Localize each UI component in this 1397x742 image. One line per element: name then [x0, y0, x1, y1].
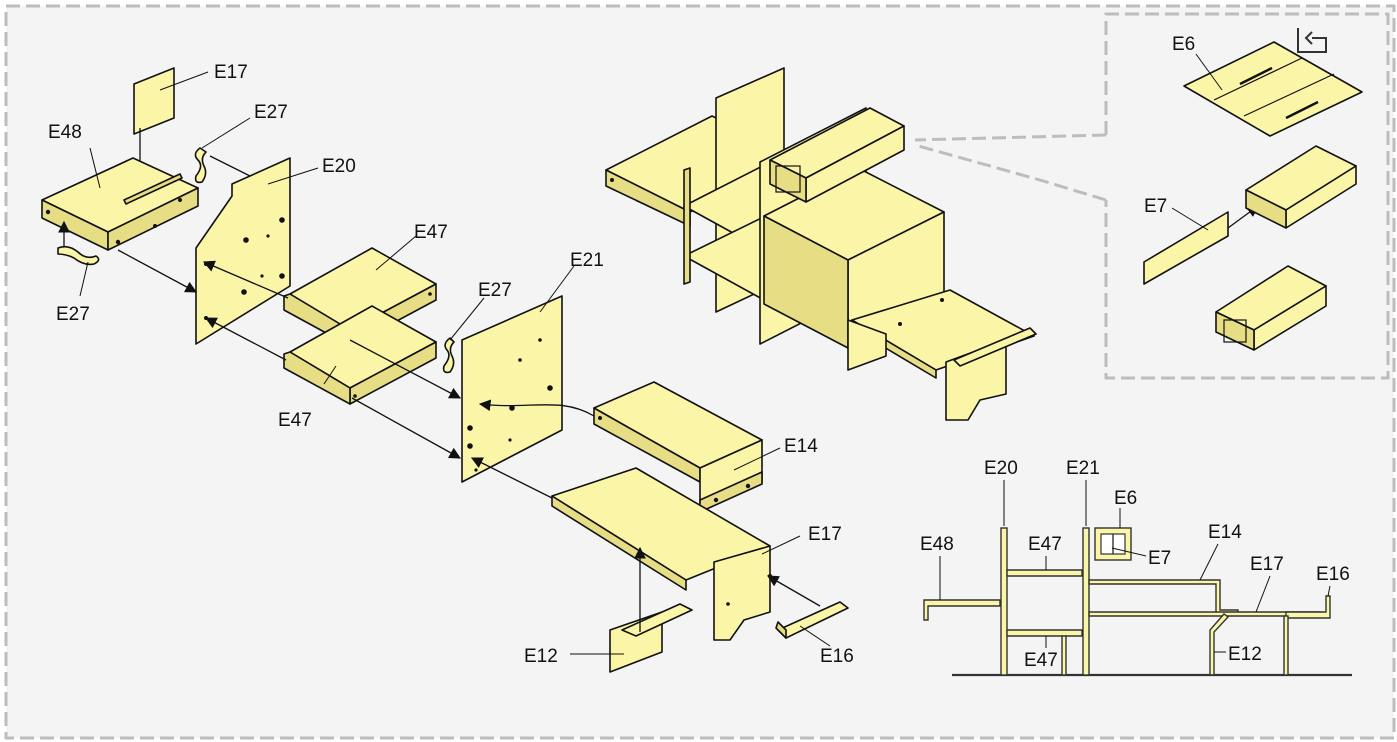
label-e20: E20 — [322, 156, 356, 177]
label-e17-top: E17 — [214, 62, 248, 83]
part-e20 — [195, 157, 291, 345]
part-e7 — [1143, 211, 1229, 285]
label-e27-mid: E27 — [478, 280, 512, 301]
label-e47-upper: E47 — [414, 222, 448, 243]
section-label-e48: E48 — [920, 534, 954, 555]
label-e7: E7 — [1144, 196, 1167, 217]
section-view — [923, 527, 1352, 677]
part-e16 — [775, 601, 849, 639]
inset-tube-lower — [1215, 265, 1327, 351]
label-e6: E6 — [1172, 34, 1195, 55]
part-e6 — [1183, 41, 1363, 137]
label-e27-top: E27 — [254, 102, 288, 123]
inset-tube-upper — [1245, 145, 1357, 229]
part-e27-left — [57, 245, 100, 266]
label-e17-main: E17 — [808, 524, 842, 545]
part-e27-mid — [442, 337, 455, 374]
leader-lines — [79, 53, 1223, 655]
section-label-e47-bottom: E47 — [1024, 650, 1058, 671]
label-e21: E21 — [570, 250, 604, 271]
label-e12: E12 — [524, 646, 558, 667]
label-e48: E48 — [48, 122, 82, 143]
section-label-e7: E7 — [1148, 548, 1171, 569]
label-e16: E16 — [820, 646, 854, 667]
section-label-e17: E17 — [1250, 554, 1284, 575]
assembled-view — [605, 67, 1037, 421]
section-label-e47-top: E47 — [1028, 534, 1062, 555]
part-e27-top — [194, 147, 207, 184]
part-e21 — [461, 295, 563, 483]
section-label-e6: E6 — [1114, 488, 1137, 509]
part-labels: E17 E27 E48 E20 E47 E21 E27 E27 E47 E14 … — [48, 34, 1195, 667]
section-label-e12: E12 — [1228, 644, 1262, 665]
section-leaders — [939, 480, 1331, 653]
part-e17-small — [133, 67, 175, 135]
label-e47-lower: E47 — [278, 410, 312, 431]
part-e14 — [593, 381, 763, 513]
section-labels: E20 E21 E6 E48 E47 E7 E14 E17 E16 E12 E4… — [920, 458, 1350, 671]
part-e17-main — [551, 467, 772, 641]
section-label-e14: E14 — [1208, 522, 1242, 543]
section-label-e20: E20 — [984, 458, 1018, 479]
part-e48 — [41, 157, 199, 251]
label-e14: E14 — [784, 436, 818, 457]
label-e27-left: E27 — [56, 304, 90, 325]
section-label-e21: E21 — [1066, 458, 1100, 479]
rotate-icon — [1297, 28, 1327, 53]
section-label-e16: E16 — [1316, 564, 1350, 585]
